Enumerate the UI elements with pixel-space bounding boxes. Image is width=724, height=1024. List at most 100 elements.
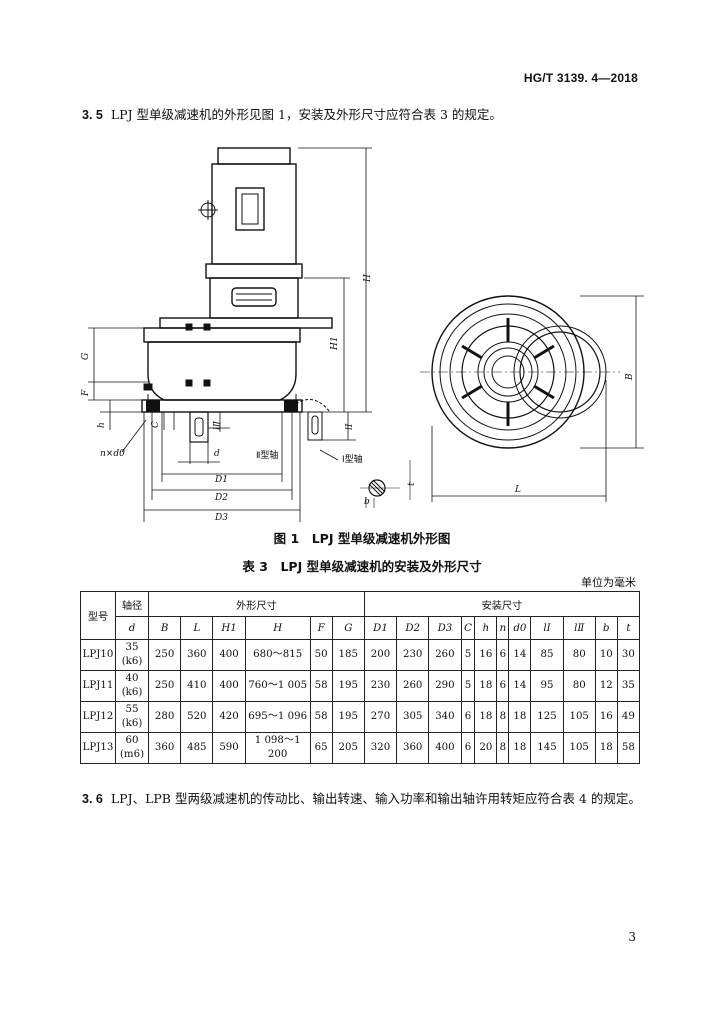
table-cell: 260 [428, 639, 462, 671]
table-cell: 18 [508, 732, 532, 764]
unit-note: 单位为毫米 [581, 576, 636, 589]
table-cell: 320 [363, 732, 398, 764]
table-cell: 49 [616, 701, 641, 733]
table-cell: 280 [147, 701, 182, 733]
table-cell: 10 [594, 639, 618, 671]
table-cell: 80 [562, 670, 596, 702]
col-header: d0 [508, 616, 532, 640]
table-cell: 18 [474, 670, 498, 702]
table-cell: 30 [616, 639, 641, 671]
table-cell: 360 [147, 732, 182, 764]
table-header-row-2: d B L H1 H F G D1 D2 D3 C h n d0 lⅠ lⅡ b… [81, 616, 641, 640]
table-cell: 205 [331, 732, 365, 764]
shaft-tolerance: (k6) [121, 718, 143, 729]
table-cell: 58 [616, 732, 641, 764]
label-t: t [407, 482, 417, 486]
cell-shaft: 40 (k6) [115, 670, 149, 702]
label-shaft-I: Ⅰ型轴 [342, 453, 363, 465]
label-G: G [81, 353, 91, 360]
motor-body [198, 147, 297, 265]
label-h: h [97, 422, 107, 428]
table-cell: 305 [396, 701, 430, 733]
table-cell: 590 [212, 732, 246, 764]
col-header: C [460, 616, 476, 640]
outer-dims-header: 外形尺寸 [148, 591, 365, 617]
table-cell: 195 [331, 701, 365, 733]
coupling-frame [159, 263, 333, 331]
table-cell: 65 [309, 732, 333, 764]
table-cell: 125 [530, 701, 564, 733]
table-cell: 35 [616, 670, 641, 702]
page-number: 3 [628, 930, 636, 944]
reducer-outline-drawing: H H1 G F h C lⅡ lⅠ n×d0 d D1 D2 D3 B L b… [81, 147, 644, 523]
label-lII: lⅡ [213, 420, 223, 430]
label-shaft-II: Ⅱ型轴 [256, 449, 278, 461]
table-cell: 6 [460, 701, 476, 733]
table-cell: 270 [363, 701, 398, 733]
col-header: F [309, 616, 333, 640]
table-cell: 145 [530, 732, 564, 764]
table-cell: 680～815 [244, 639, 311, 671]
dimension-lines-left [88, 327, 301, 522]
table-cell: 185 [331, 639, 365, 671]
clause-number: 3. 5 [82, 108, 103, 122]
table-cell: 760～1 005 [244, 670, 311, 702]
top-view-flange [420, 295, 620, 449]
col-header: t [616, 616, 641, 640]
shaft-type-labels: Ⅱ型轴 Ⅰ型轴 [256, 449, 363, 465]
table-cell: 50 [309, 639, 333, 671]
shaft-diameter: 55 [125, 704, 139, 715]
label-C: C [151, 421, 161, 428]
table-cell: 360 [180, 639, 214, 671]
table-caption: 表 3 LPJ 型单级减速机的安装及外形尺寸 [242, 559, 482, 574]
shaft-tolerance: (k6) [121, 687, 143, 698]
shaft-tolerance: (m6) [119, 749, 145, 760]
cell-model: LPJ11 [80, 670, 116, 702]
table-cell: 200 [363, 639, 398, 671]
table-cell: 6 [496, 670, 510, 702]
shaft-diameter: 40 [125, 673, 139, 684]
col-header: h [474, 616, 498, 640]
shaft-diameter: 35 [125, 642, 139, 653]
dimension-lines-height [298, 147, 372, 461]
table-cell: 6 [460, 732, 476, 764]
label-D2: D2 [214, 493, 228, 503]
dimension-lines-end-view [431, 295, 644, 502]
label-b: b [364, 497, 370, 507]
table-cell: 1 098～1 200 [244, 732, 311, 764]
col-header: D3 [428, 616, 462, 640]
clause-text: LPJ、LPB 型两级减速机的传动比、输出转速、输入功率和输出轴许用转矩应符合表… [110, 791, 641, 806]
table-cell: 520 [180, 701, 214, 733]
cell-shaft: 60(m6) [115, 732, 149, 764]
col-header: H [244, 616, 311, 640]
table-cell: 58 [309, 701, 333, 733]
table-cell: 16 [594, 701, 618, 733]
cell-model: LPJ12 [80, 701, 116, 733]
col-header: D2 [396, 616, 430, 640]
table-cell: 695～1 096 [244, 701, 311, 733]
table-cell: 6 [496, 639, 510, 671]
gearbox-body [141, 327, 331, 443]
table-cell: 400 [212, 670, 246, 702]
table-cell: 5 [460, 639, 476, 671]
col-header: b [594, 616, 618, 640]
label-D1: D1 [214, 475, 228, 485]
table-cell: 250 [147, 670, 182, 702]
table-cell: 250 [147, 639, 182, 671]
table-header-row-1: 型号 轴径 外形尺寸 安装尺寸 [80, 591, 641, 640]
table-cell: 8 [496, 701, 510, 733]
col-header: D1 [363, 616, 398, 640]
table-cell: 230 [363, 670, 398, 702]
table-cell: 18 [508, 701, 532, 733]
table-cell: 420 [212, 701, 246, 733]
label-H: H [363, 274, 373, 283]
table-cell: 410 [180, 670, 214, 702]
table-cell: 18 [594, 732, 618, 764]
clause-text: LPJ 型单级减速机的外形见图 1，安装及外形尺寸应符合表 3 的规定。 [110, 107, 502, 122]
cell-model: LPJ10 [80, 639, 116, 671]
